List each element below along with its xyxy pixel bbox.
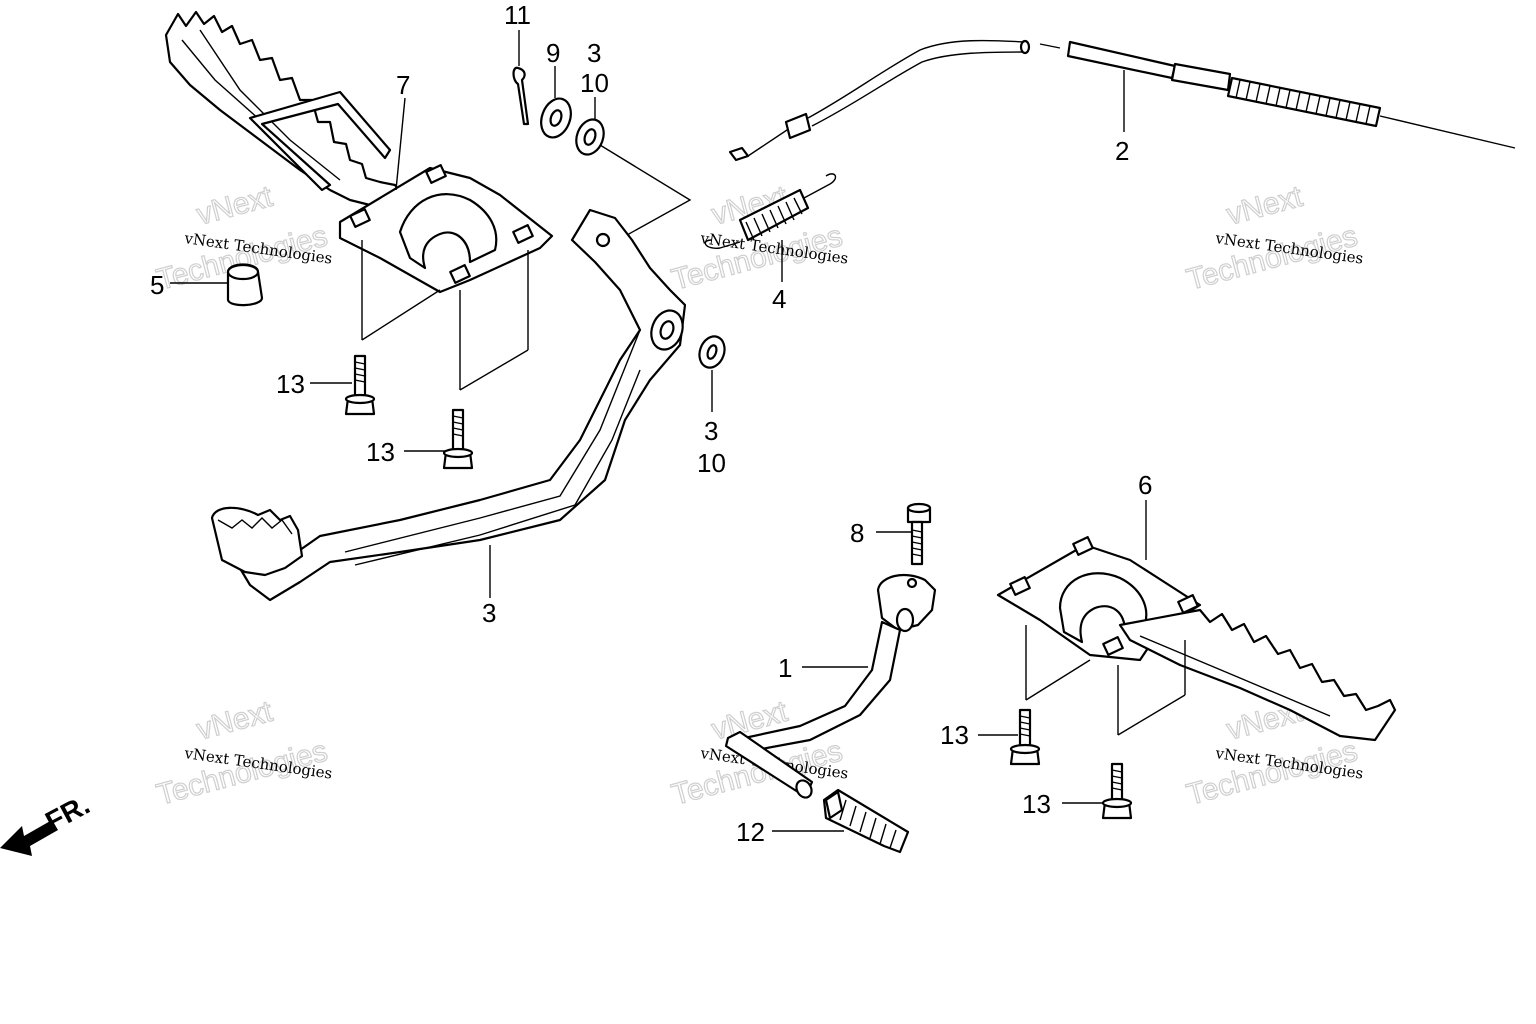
callout-3-top: 3 (587, 38, 601, 68)
callout-5: 5 (150, 270, 164, 300)
callout-9: 9 (546, 38, 560, 68)
part-3-10-washer-top: 3 10 (575, 38, 692, 251)
part-11-cotter-pin: 11 (504, 0, 531, 126)
svg-text:vNext: vNext (193, 180, 276, 232)
part-8-bolt: 8 (850, 502, 932, 566)
part-5-cap: 5 (150, 263, 264, 307)
callout-3-pedal: 3 (482, 598, 496, 628)
part-1-shift-lever: 1 (724, 573, 937, 799)
part-9-washer: 9 (540, 38, 572, 139)
callout-1: 1 (778, 653, 792, 683)
callout-13-d: 13 (1022, 789, 1051, 819)
callout-10-mid: 10 (697, 448, 726, 478)
callout-8: 8 (850, 518, 864, 548)
callout-13-b: 13 (366, 437, 395, 467)
part-13-bolt-c: 13 (940, 708, 1041, 766)
callout-13-a: 13 (276, 369, 305, 399)
part-13-bolt-b: 13 (366, 408, 474, 470)
part-13-bolt-d: 13 (1022, 762, 1133, 820)
svg-text:vNext: vNext (1223, 180, 1306, 232)
callout-2: 2 (1115, 136, 1129, 166)
callout-10-top: 10 (580, 68, 609, 98)
watermark-top-center: vNext Technologies vNext Technologies (668, 179, 850, 297)
watermark-top-right: vNext Technologies vNext Technologies (1183, 179, 1365, 297)
part-2-brake-cable: 2 (728, 39, 1516, 166)
part-13-bolt-a: 13 (276, 354, 376, 416)
svg-text:vNext: vNext (193, 695, 276, 747)
part-6-right-footpeg: 6 (996, 470, 1397, 742)
callout-6: 6 (1138, 470, 1152, 500)
part-3-10-washer-mid: 3 10 (697, 335, 726, 478)
callout-7: 7 (396, 70, 410, 100)
watermark-bottom-left: vNext Technologies vNext Technologies (153, 694, 334, 812)
callout-11: 11 (504, 0, 531, 30)
callout-3-mid: 3 (704, 416, 718, 446)
part-12-shift-rubber: 12 (736, 788, 910, 854)
callout-13-c: 13 (940, 720, 969, 750)
part-7-left-footpeg: 7 (164, 10, 554, 391)
part-4-spring: 4 (704, 173, 837, 314)
part-3-brake-pedal: 3 (210, 208, 687, 628)
callout-12: 12 (736, 817, 765, 847)
callout-4: 4 (772, 284, 786, 314)
front-direction-arrow-icon: FR. (0, 789, 95, 856)
